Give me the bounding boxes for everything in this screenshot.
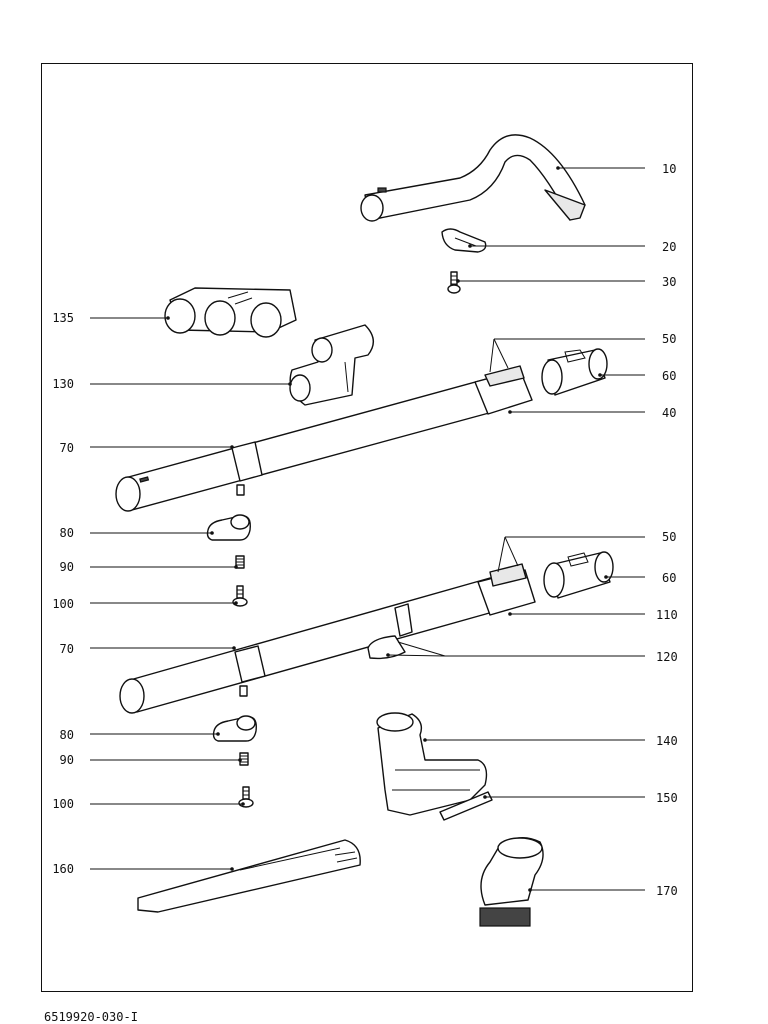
part-60-sleeve-upper	[541, 348, 608, 396]
callout-120: 120	[656, 650, 678, 664]
callout-20: 20	[662, 240, 677, 254]
part-10-handle	[360, 134, 586, 222]
part-130-clamp	[289, 324, 374, 406]
part-170-dusting-brush	[479, 837, 544, 927]
part-30-screw	[447, 271, 461, 294]
callout-50-upper: 50	[662, 332, 677, 346]
callout-10: 10	[662, 162, 677, 176]
callout-100-upper: 100	[52, 597, 74, 611]
callout-80-upper: 80	[59, 526, 74, 540]
part-90-spring-upper	[235, 555, 245, 569]
callout-130: 130	[52, 377, 74, 391]
leader-lines	[90, 166, 645, 892]
part-20-clip	[441, 228, 487, 253]
callout-140: 140	[656, 734, 678, 748]
callout-135: 135	[52, 311, 74, 325]
part-80-lever-upper	[206, 514, 251, 541]
part-40-upper-tube	[115, 365, 533, 512]
part-135-tube-clip	[164, 287, 297, 338]
part-150-brush-strip	[439, 791, 493, 821]
callout-170: 170	[656, 884, 678, 898]
callout-150: 150	[656, 791, 678, 805]
callout-60-lower: 60	[662, 571, 677, 585]
callout-100-lower: 100	[52, 797, 74, 811]
callout-40: 40	[662, 406, 677, 420]
callout-70-upper: 70	[59, 441, 74, 455]
callout-70-lower: 70	[59, 642, 74, 656]
document-number: 6519920-030-I	[44, 1010, 138, 1024]
part-140-upholstery-tool	[376, 712, 488, 816]
part-160-crevice-tool	[137, 839, 361, 913]
callout-90-lower: 90	[59, 753, 74, 767]
callout-80-lower: 80	[59, 728, 74, 742]
callout-90-upper: 90	[59, 560, 74, 574]
diagram-frame	[41, 63, 693, 992]
part-80-lever-lower	[212, 715, 257, 742]
part-60-sleeve-lower	[543, 551, 614, 599]
callout-30: 30	[662, 275, 677, 289]
callout-50-lower: 50	[662, 530, 677, 544]
callout-160: 160	[52, 862, 74, 876]
callout-60-upper: 60	[662, 369, 677, 383]
part-110-lower-tube	[119, 563, 536, 714]
callout-110: 110	[656, 608, 678, 622]
